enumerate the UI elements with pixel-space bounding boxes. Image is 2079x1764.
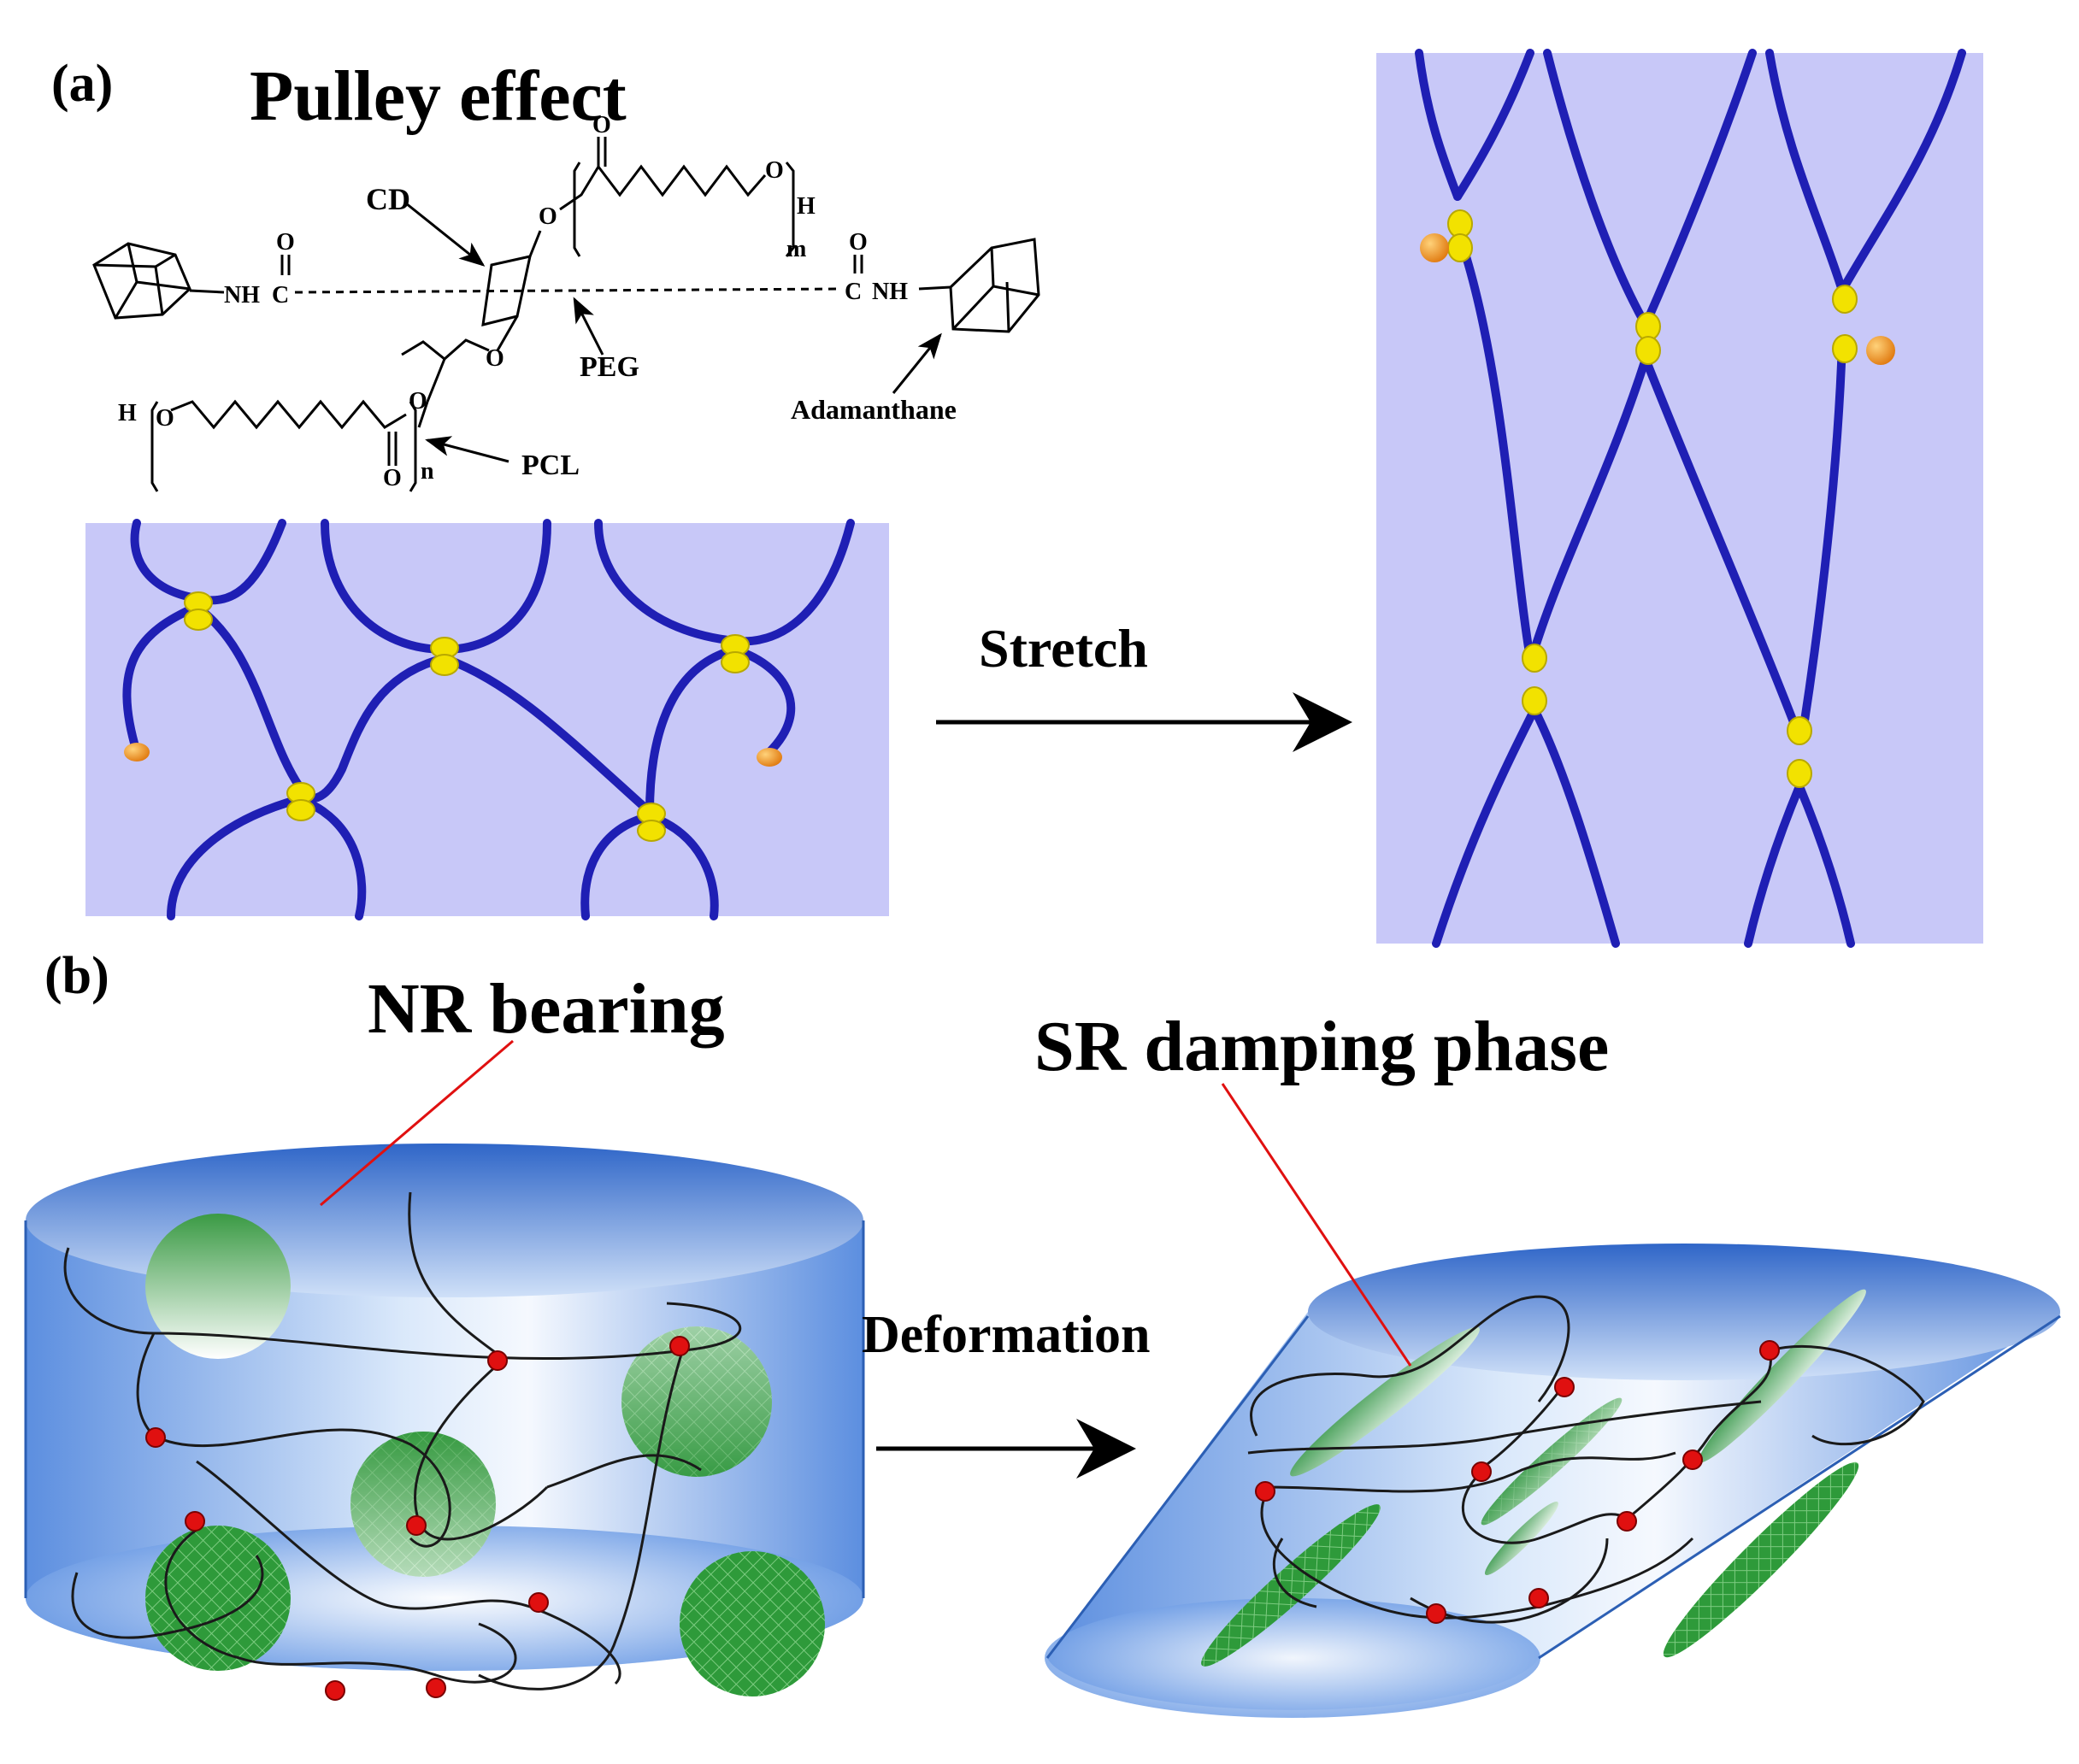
- panel-a-title: Pulley effect: [250, 56, 627, 136]
- adamanthane-label: Adamanthane: [791, 394, 957, 425]
- nr-bearing-label: NR bearing: [368, 969, 725, 1049]
- c-left-label: C: [272, 282, 289, 309]
- sr-damping-cylinder: [1045, 1244, 2061, 1718]
- h-bottom: H: [118, 400, 137, 426]
- relaxed-network-panel: [85, 519, 889, 920]
- o-pcl-carbonyl-bottom: O: [383, 465, 402, 491]
- nh-left-label: NH: [224, 282, 260, 309]
- nh-right-label: NH: [872, 279, 908, 305]
- stretch-label: Stretch: [979, 618, 1148, 679]
- cd-label: CD: [366, 182, 410, 216]
- o-branch: O: [409, 388, 427, 415]
- deformation-label: Deformation: [862, 1306, 1150, 1364]
- chemical-labels: CD PEG PCL Adamanthane NH C O C NH O O O…: [118, 112, 957, 491]
- nr-pointer-line: [320, 1039, 514, 1207]
- n-subscript: n: [421, 458, 434, 485]
- adamantane-left-icon: [92, 242, 191, 320]
- o-pcl-end-top: O: [765, 157, 784, 184]
- sr-pointer-line: [1221, 1083, 1412, 1367]
- o-pcl-start: O: [156, 405, 174, 432]
- o-cd-bottom: O: [486, 345, 504, 372]
- panel-b-label: (b): [44, 947, 109, 1005]
- o-cd-top: O: [539, 203, 557, 230]
- m-subscript: m: [786, 236, 806, 262]
- panel-a-label: (a): [51, 55, 113, 113]
- nr-bearing-cylinder: [24, 1144, 865, 1701]
- adamantane-right-icon: [949, 238, 1040, 333]
- o-pcl-carbonyl-top: O: [592, 112, 611, 138]
- o-right-carbonyl: O: [849, 229, 868, 256]
- peg-axle: [294, 287, 843, 294]
- sr-damping-label: SR damping phase: [1034, 1007, 1609, 1086]
- o-left-carbonyl: O: [276, 229, 295, 256]
- peg-label: PEG: [580, 351, 639, 383]
- c-right-label: C: [845, 279, 862, 305]
- stretched-network-panel: [1376, 49, 1983, 948]
- h-top: H: [797, 193, 816, 220]
- chemical-structure: [92, 137, 1040, 492]
- pcl-label: PCL: [521, 450, 580, 481]
